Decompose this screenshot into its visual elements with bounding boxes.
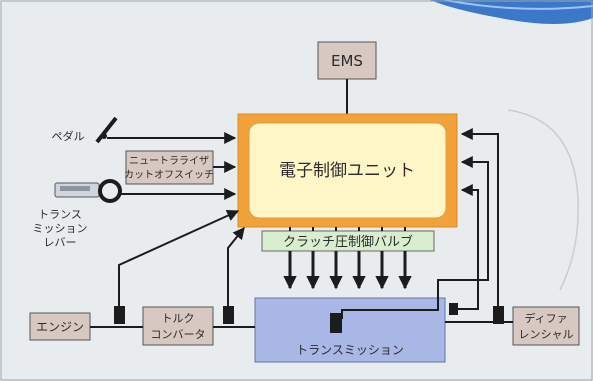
neutralizer-label-2: カットオフスイッチ [124,169,214,181]
transmission-speed-line [458,184,479,310]
transmission-sensor [330,313,342,333]
clutch-valve-box [261,230,435,252]
lever-label-3: レバー [44,236,77,249]
ems-box [317,41,377,80]
converter-speed-line [227,227,245,306]
differential-label-1: ディファ [524,311,567,325]
ecu-label: 電子制御ユニット [279,161,415,181]
clutch-valve-label: クラッチ圧制御バルブ [283,234,413,250]
transmission-box [254,297,446,363]
differential-speed-line [460,128,499,306]
transmission-label: トランスミッション [296,343,404,357]
transmission-sensor-line [341,298,439,319]
engine-label: エンジン [36,320,84,334]
lever-label-2: ミッション [33,222,88,235]
differential-label-2: レンシャル [519,328,574,341]
lever-icon-detail [60,186,90,191]
ecu-box [248,122,447,219]
neutralizer-label-1: ニュートラライザ [129,155,209,167]
torque-converter-box [142,306,214,346]
valve-output-arrows [283,251,412,290]
torque-converter-label-2: コンバータ [151,328,206,341]
transmission-temp-line [437,156,489,298]
speed-sensors [114,303,504,324]
pedal-label: ペダル [52,129,85,143]
engine-speed-line [118,209,240,306]
corner-decoration [430,0,593,24]
ecu-valve-links [289,227,406,231]
pedal-pivot-icon [101,133,107,139]
differential-box [512,306,580,346]
lever-connector-icon [98,179,122,203]
lever-label-1: トランス [38,208,82,221]
corner-highlight [444,0,593,10]
torque-converter-label-1: トルク [162,312,195,325]
ems-label: EMS [331,52,363,70]
background-arc [507,109,579,291]
pedal-icon [95,116,118,144]
